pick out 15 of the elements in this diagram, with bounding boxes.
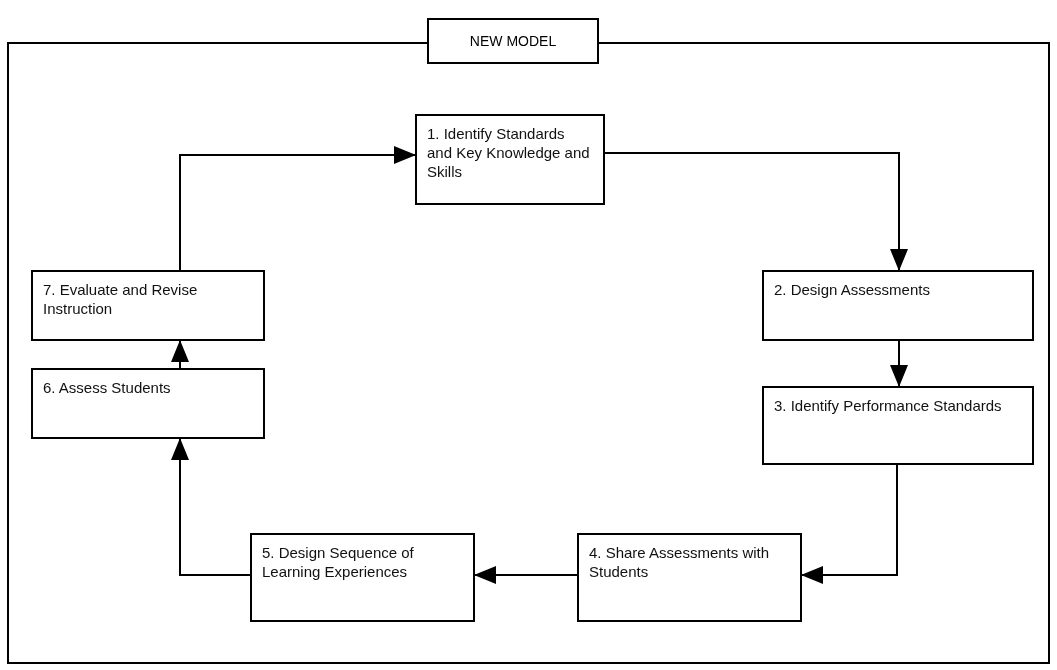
arrow	[890, 340, 908, 387]
process-box: 7. Evaluate and Revise Instruction	[31, 270, 265, 341]
arrow	[604, 152, 908, 271]
arrow	[474, 566, 578, 584]
process-box: 4. Share Assessments with Students	[577, 533, 802, 622]
frame-heading: NEW MODEL	[427, 18, 599, 64]
process-box: 5. Design Sequence of Learning Experiences	[250, 533, 475, 622]
arrow	[179, 146, 416, 271]
arrow	[171, 438, 251, 576]
process-box: 3. Identify Performance Standards	[762, 386, 1034, 465]
arrow	[171, 340, 189, 369]
process-box: 6. Assess Students	[31, 368, 265, 439]
process-box: 2. Design Assessments	[762, 270, 1034, 341]
arrow	[801, 464, 898, 584]
process-box: 1. Identify Standards and Key Knowledge and Skills	[415, 114, 605, 205]
